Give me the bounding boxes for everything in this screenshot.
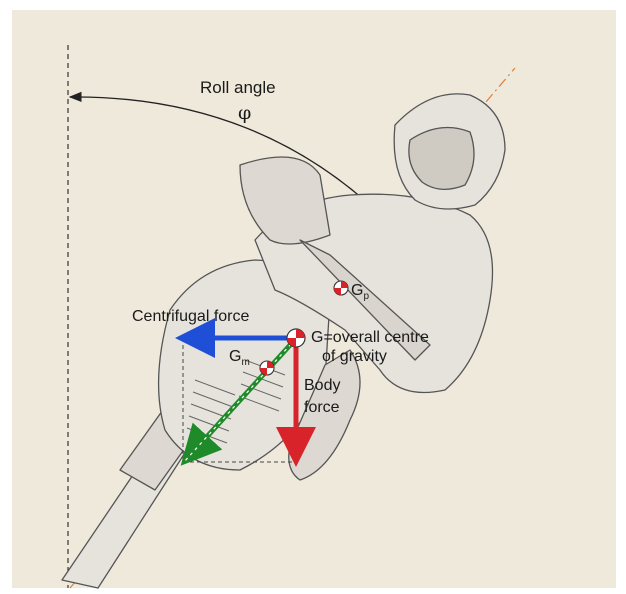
body-force-label-line1: Body [304, 378, 340, 394]
g-overall-marker [287, 329, 305, 347]
gm-label: Gm [229, 349, 250, 368]
phi-symbol: φ [238, 104, 251, 123]
overall-cog-label-line1: G=overall centre [311, 330, 429, 346]
body-force-label-line2: force [304, 400, 340, 416]
gp-label-sub: p [363, 291, 369, 302]
centrifugal-force-label: Centrifugal force [132, 309, 249, 325]
gp-label-base: G [351, 282, 363, 299]
roll-angle-label: Roll angle [200, 79, 276, 96]
gm-marker [260, 361, 274, 375]
gp-label: Gp [351, 283, 369, 302]
gm-label-sub: m [241, 357, 249, 368]
gp-marker [334, 281, 348, 295]
gm-label-base: G [229, 348, 241, 365]
overall-cog-label-line2: of gravity [322, 349, 387, 365]
